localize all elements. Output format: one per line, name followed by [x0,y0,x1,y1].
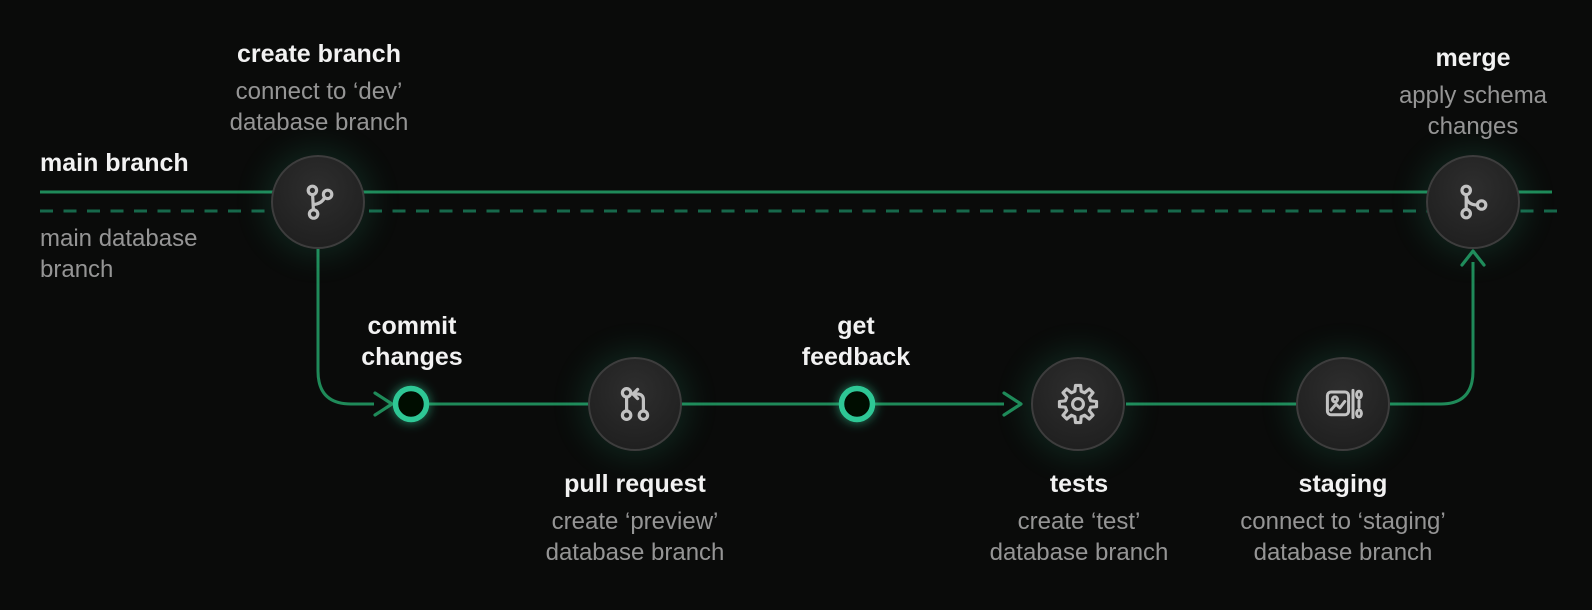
gear-icon [1057,383,1099,425]
arrow-up-icon [1460,249,1486,267]
create-branch-title: create branch [237,40,401,68]
staging-node [1296,357,1390,451]
tests-subtitle: create ‘test’ database branch [989,508,1169,566]
merge-label: merge apply schema changes [1388,43,1558,142]
get-feedback-title: get feedback [801,312,911,371]
commit-changes-label: commit changes [352,311,472,373]
pull-request-subtitle: create ‘preview’ database branch [545,508,725,566]
tests-title: tests [1049,470,1109,498]
git-pull-request-icon [620,387,650,421]
commit-changes-ring [392,385,430,423]
get-feedback-label: get feedback [791,311,921,373]
merge-title: merge [1435,44,1511,72]
git-merge-icon [1460,184,1488,220]
main-database-branch-label: main database branch [40,223,235,285]
create-branch-node [271,155,365,249]
commit-changes-title: commit changes [361,312,463,371]
create-branch-subtitle: connect to ‘dev’ database branch [229,78,409,136]
arrow-right-icon [373,391,394,417]
image-to-data-icon [1325,388,1363,420]
git-branch-icon [306,184,334,220]
pull-request-label: pull request create ‘preview’ database b… [524,469,746,568]
pull-request-title: pull request [564,470,706,498]
create-branch-label: create branch connect to ‘dev’ database … [212,39,427,138]
pull-request-node [588,357,682,451]
staging-label: staging connect to ‘staging’ database br… [1221,469,1466,568]
merge-subtitle: apply schema changes [1398,82,1548,140]
merge-node [1426,155,1520,249]
branch-down-connector [316,249,374,406]
staging-subtitle: connect to ‘staging’ database branch [1240,508,1446,566]
staging-title: staging [1298,470,1388,498]
tests-label: tests create ‘test’ database branch [977,469,1182,568]
main-database-branch-text: main database branch [40,225,198,283]
arrow-right-icon [1002,391,1023,417]
get-feedback-ring [838,385,876,423]
tests-node [1031,357,1125,451]
staging-to-merge-connector [1390,262,1475,406]
main-branch-title: main branch [40,149,189,177]
main-branch-label: main branch [40,148,189,179]
